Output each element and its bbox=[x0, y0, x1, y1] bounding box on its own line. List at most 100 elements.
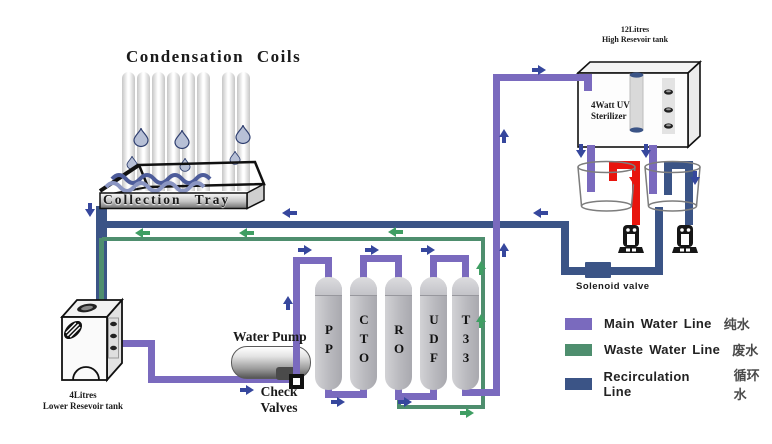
filter-ro: RO bbox=[385, 277, 412, 390]
check-valves-pointer-arrow bbox=[240, 385, 254, 395]
ro-bottom-stem bbox=[395, 384, 402, 396]
filter-t33-label: T33 bbox=[458, 312, 474, 369]
flow-arrow-right bbox=[365, 245, 379, 255]
left-cup-rim bbox=[577, 160, 636, 174]
collection-tray bbox=[98, 160, 266, 210]
faucet2-downpipe bbox=[685, 161, 693, 225]
flow-arrow-right bbox=[532, 65, 546, 75]
high-reservoir-tank bbox=[575, 60, 703, 149]
lower-reservoir-tank bbox=[60, 297, 124, 383]
recirculation-right-downpipe bbox=[561, 221, 569, 274]
water-droplet bbox=[174, 129, 190, 150]
collection-tray-label: Collection Tray bbox=[103, 192, 231, 207]
dispensing-cups bbox=[577, 160, 701, 212]
main-top-run bbox=[493, 74, 592, 81]
solenoid-valve-label: Solenoid valve bbox=[576, 281, 650, 292]
legend-swatch-waste-water bbox=[565, 343, 592, 356]
uv-lamp bbox=[629, 73, 644, 131]
pp-cto-bottom-u bbox=[325, 391, 367, 398]
filter-ro-label: RO bbox=[391, 321, 407, 360]
filter-pp: PP bbox=[315, 277, 342, 390]
waste-long-run bbox=[102, 237, 484, 241]
t33-outlet-h bbox=[462, 389, 500, 396]
check-valve bbox=[289, 374, 304, 389]
legend-label-main-water: Main Water Line bbox=[604, 316, 712, 331]
waste-line-merge-stripe bbox=[99, 238, 104, 318]
flow-arrow-down-red bbox=[629, 171, 639, 185]
cto-top-stem bbox=[360, 257, 367, 280]
faucet1-top-run bbox=[609, 161, 640, 169]
pp-top-stem bbox=[325, 257, 332, 280]
lower-tank-label: 4Litres Lower Resevoir tank bbox=[40, 390, 126, 411]
legend-cjk-main-water: 纯水 bbox=[723, 317, 750, 332]
legend-cjk-recirculation: 循环水 bbox=[733, 368, 760, 402]
riser-top-arch bbox=[293, 257, 332, 264]
lower-tank-size: 4Litres bbox=[69, 390, 97, 400]
coil-tube bbox=[197, 72, 210, 191]
flow-arrow-up bbox=[283, 296, 293, 310]
filter-cto: CTO bbox=[350, 277, 377, 390]
flow-arrow-up bbox=[499, 129, 509, 143]
udf-t33-top-arch bbox=[430, 255, 469, 262]
solenoid-valve bbox=[585, 262, 611, 278]
cto-ro-top-arch bbox=[360, 255, 402, 262]
waste-arrow-left bbox=[135, 228, 150, 238]
filter-pp-label: PP bbox=[321, 321, 337, 360]
tank-outlet-v bbox=[148, 340, 155, 383]
flow-arrow-left bbox=[282, 208, 297, 218]
cup-return-pipe bbox=[655, 207, 663, 273]
t33-top-stem bbox=[462, 257, 469, 280]
legend-swatch-recirculation bbox=[565, 378, 592, 390]
waste-arrow-up bbox=[476, 261, 486, 275]
waste-arrow-up bbox=[476, 314, 486, 328]
pump-riser bbox=[293, 259, 300, 378]
recirculation-main-line bbox=[100, 221, 568, 228]
water-droplet bbox=[229, 150, 241, 165]
waste-bottom-run bbox=[397, 405, 485, 409]
faucet1-intake bbox=[609, 167, 617, 181]
tank-outlet-h bbox=[118, 340, 154, 347]
high-tank-label: 12Litres High Resevoir tank bbox=[585, 25, 685, 45]
faucet-left bbox=[618, 225, 644, 253]
water-pump-label: Water Pump bbox=[233, 329, 307, 344]
main-right-riser bbox=[493, 78, 500, 396]
filter-udf-label: UDF bbox=[426, 312, 442, 369]
faucet2-top-run bbox=[664, 161, 693, 169]
cup-left-feed bbox=[587, 145, 595, 192]
diagram-title: Condensation Coils bbox=[126, 47, 302, 66]
uv-label-line1: 4Watt UV bbox=[591, 100, 630, 110]
tank-inlet-elbow bbox=[584, 78, 592, 91]
flow-arrow-right bbox=[421, 245, 435, 255]
waste-arrow-right bbox=[460, 408, 474, 418]
faucet2-intake bbox=[664, 167, 672, 195]
flow-arrow-right bbox=[298, 245, 312, 255]
udf-bottom-stem bbox=[430, 384, 437, 396]
ro-udf-bottom-u bbox=[395, 393, 437, 400]
high-tank-name: High Resevoir tank bbox=[601, 35, 669, 44]
udf-top-stem bbox=[430, 257, 437, 280]
flow-arrow-down bbox=[690, 171, 700, 185]
waste-right-riser bbox=[481, 237, 485, 409]
uv-sterilizer-label: 4Watt UV Sterilizer bbox=[591, 100, 630, 121]
water-droplet bbox=[235, 124, 251, 145]
filter-cto-label: CTO bbox=[356, 312, 372, 369]
legend-label-waste-water: Waste Water Line bbox=[604, 342, 721, 357]
flow-arrow-right bbox=[398, 397, 412, 407]
filter-udf: UDF bbox=[420, 277, 447, 390]
waste-arrow-left bbox=[388, 227, 403, 237]
legend-row-waste-water: Waste Water Line 废水 bbox=[565, 340, 758, 359]
cup-right-feed bbox=[649, 145, 657, 194]
legend-row-main-water: Main Water Line 纯水 bbox=[565, 314, 750, 333]
check-valves-label: Check Valves bbox=[260, 384, 298, 415]
legend-swatch-main-water bbox=[565, 317, 592, 330]
legend-cjk-waste-water: 废水 bbox=[732, 343, 759, 358]
pump-feed-line bbox=[148, 376, 297, 383]
faucet1-downpipe bbox=[632, 161, 640, 225]
faucet-right bbox=[672, 225, 698, 253]
flow-arrow-up bbox=[499, 243, 509, 257]
flow-arrow-down bbox=[641, 144, 651, 158]
right-cup-rim bbox=[644, 160, 701, 174]
ro-top-stem bbox=[395, 257, 402, 280]
coil-tube bbox=[152, 72, 165, 191]
flow-arrow-left bbox=[533, 208, 548, 218]
